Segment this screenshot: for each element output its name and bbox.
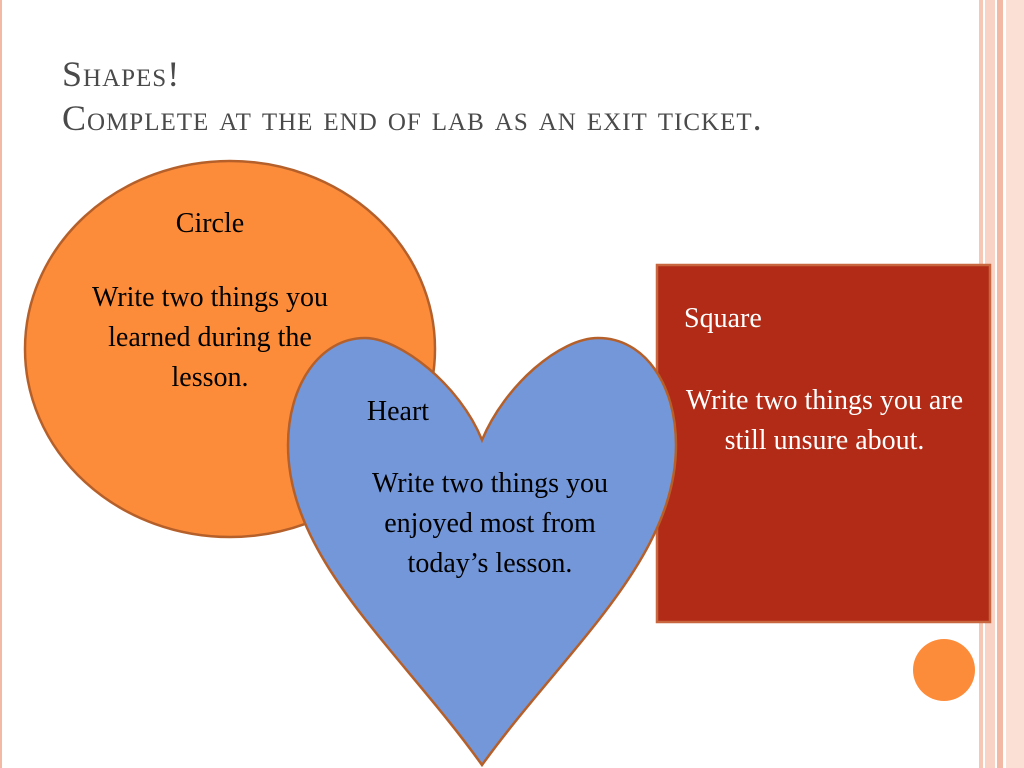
heart-label: Heart	[366, 396, 430, 427]
heart-shape	[286, 336, 678, 768]
square-label: Square	[684, 303, 762, 334]
circle-label: Circle	[175, 208, 245, 239]
slide-title: Shapes! Complete at the end of lab as an…	[62, 52, 962, 140]
title-line-1: Shapes!	[62, 54, 181, 94]
decorative-dot	[913, 639, 975, 701]
slide-border	[0, 0, 2, 768]
circle-text: Write two things you learned during the …	[91, 282, 329, 393]
title-line-2: Complete at the end of lab as an exit ti…	[62, 98, 763, 138]
square-text: Write two things you are still unsure ab…	[685, 385, 964, 456]
heart-text: Write two things you enjoyed most from t…	[371, 468, 609, 579]
square-shape	[655, 263, 992, 624]
